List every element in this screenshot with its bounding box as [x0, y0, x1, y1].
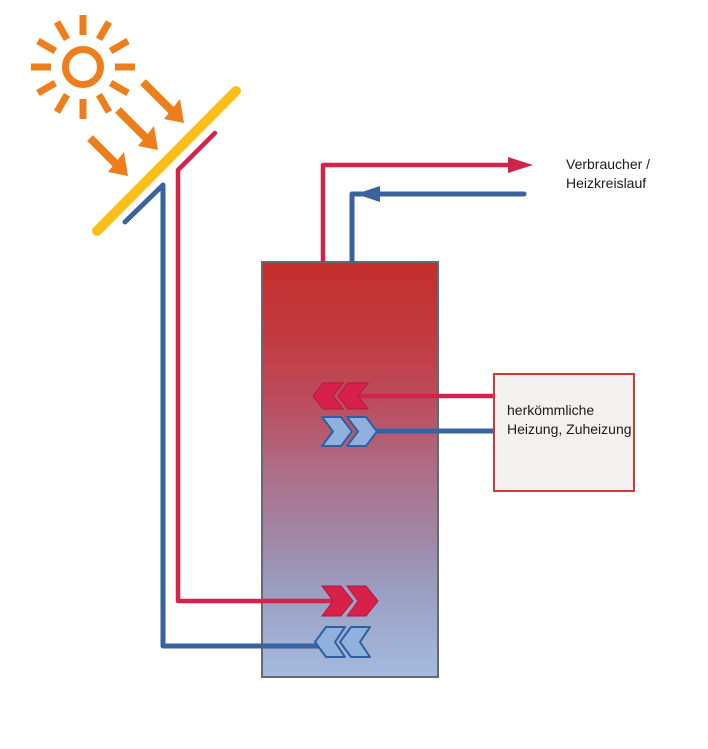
- radiation-arrow-icon: [140, 79, 184, 123]
- hot-chevron-left-icon: [337, 382, 370, 410]
- sun-rays: [31, 15, 135, 119]
- consumer-return-pipe: [349, 191, 527, 265]
- radiation-arrow-icon: [115, 107, 158, 150]
- hot-chevron-left-icon: [312, 382, 345, 410]
- heat-exchanger-bottom: [314, 585, 379, 658]
- heat-exchanger-middle: [312, 382, 378, 447]
- sun-icon: [31, 15, 135, 119]
- radiation-arrow-icon: [87, 135, 128, 176]
- hot-chevron-right-icon: [321, 585, 354, 617]
- consumer-flow-pipe: [320, 162, 514, 262]
- consumer-return-arrowhead: [356, 186, 380, 202]
- cold-chevron-right-icon: [346, 416, 378, 447]
- solar-hot-pipe: [175, 130, 353, 604]
- storage-tank: [261, 261, 439, 678]
- cold-chevron-left-icon: [314, 626, 346, 658]
- solar-return-pipe: [122, 182, 333, 649]
- auxiliary-heating-box: herkömmliche Heizung, Zuheizung: [493, 373, 635, 492]
- auxiliary-heating-label: herkömmliche Heizung, Zuheizung: [507, 401, 633, 439]
- cold-chevron-left-icon: [339, 626, 371, 658]
- consumer-flow-arrowhead: [508, 157, 533, 173]
- solar-collector: [92, 86, 241, 236]
- auxiliary-heating-label-line1: herkömmliche: [507, 402, 595, 418]
- consumer-label-line2: Heizkreislauf: [566, 175, 647, 191]
- hot-chevron-right-icon: [346, 585, 379, 617]
- consumer-label: Verbraucher / Heizkreislauf: [566, 155, 650, 193]
- consumer-label-line1: Verbraucher /: [566, 156, 651, 172]
- auxiliary-heating-label-line2: Heizung, Zuheizung: [507, 421, 632, 437]
- solar-radiation-arrows: [87, 79, 184, 176]
- cold-chevron-right-icon: [321, 416, 353, 447]
